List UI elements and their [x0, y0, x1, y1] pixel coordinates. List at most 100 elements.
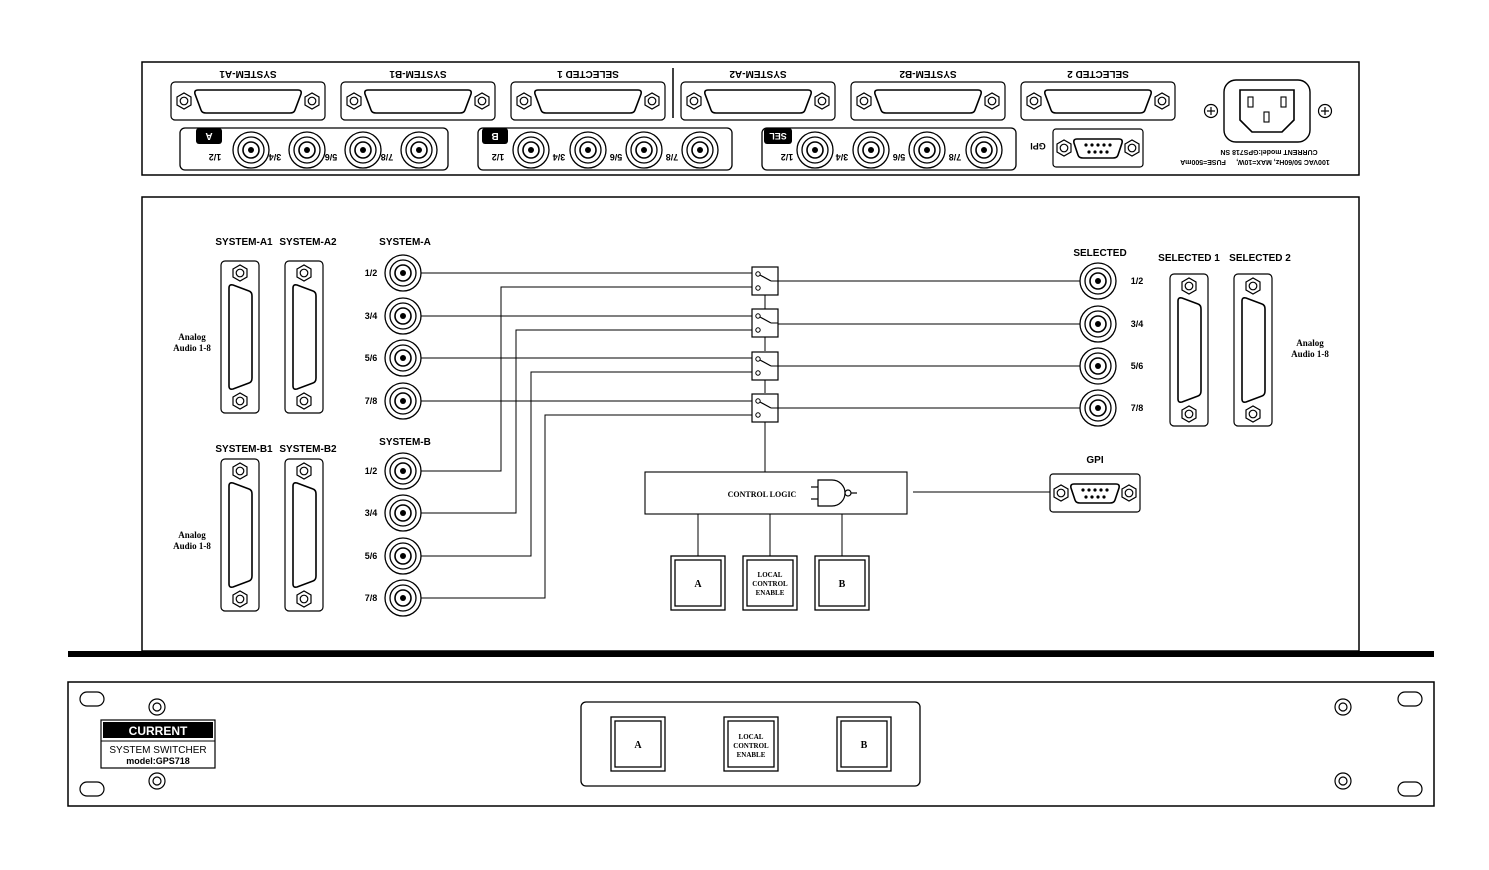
rear-bnc-sel-3-4[interactable] [852, 131, 890, 169]
diagram-label-a-5-6: 5/6 [365, 353, 378, 363]
diagram-label-sel-3-4: 3/4 [1131, 319, 1144, 329]
nand-gate-icon [811, 479, 857, 507]
diagram-button-local-control: LOCAL CONTROL ENABLE [742, 555, 798, 611]
rear-bnc-b-5-6[interactable] [625, 131, 663, 169]
rear-model-text: CURRENT model:GPS718 SN [1220, 148, 1317, 155]
rear-label-system-a1: SYSTEM-A1 [219, 68, 277, 79]
diagram-local-line1: LOCAL [758, 571, 783, 579]
diagram-label-selected: SELECTED [1073, 248, 1126, 259]
rear-bnc-a-3-4[interactable] [288, 131, 326, 169]
diagram-bnc-a-5-6 [384, 339, 422, 377]
rear-label-b-1-2: 1/2 [492, 152, 505, 162]
front-button-b-label: B [861, 740, 868, 751]
diagram-analog-b-line2: Audio 1-8 [173, 541, 211, 551]
rear-dsub-selected-1[interactable] [511, 82, 665, 120]
diagram-bnc-b-3-4 [384, 494, 422, 532]
diagram-bnc-sel-1-2 [1079, 262, 1117, 300]
control-logic-block: CONTROL LOGIC [644, 471, 908, 515]
diagram-bnc-sel-5-6 [1079, 347, 1117, 385]
rear-dsub-system-b2[interactable] [851, 82, 1005, 120]
rear-gpi-label: GPI [1030, 141, 1046, 151]
diagram-dsub-selected-1 [1170, 274, 1208, 426]
rear-label-sel-5-6: 5/6 [893, 152, 906, 162]
rear-dsub-selected-2[interactable] [1021, 82, 1175, 120]
diagram-dsub-system-b1 [221, 459, 259, 611]
diagram-dsub-selected-2 [1234, 274, 1272, 426]
diagram-button-b-label: B [839, 579, 846, 590]
front-local-line2: CONTROL [733, 742, 769, 750]
switch-7-8 [751, 393, 779, 423]
diagram-dsub-system-a2 [285, 261, 323, 413]
power-inlet[interactable] [1223, 79, 1311, 143]
diagram-label-a-7-8: 7/8 [365, 396, 378, 406]
rear-bnc-b-1-2[interactable] [512, 131, 550, 169]
diagram-analog-sel-line1: Analog [1296, 338, 1324, 348]
diagram-label-sel-7-8: 7/8 [1131, 403, 1144, 413]
rack-slot-icon [79, 781, 105, 797]
rear-bnc-sel-7-8[interactable] [965, 131, 1003, 169]
front-local-line1: LOCAL [739, 733, 764, 741]
diagram-label-system-b: SYSTEM-B [379, 437, 431, 448]
rear-bnc-a-5-6[interactable] [344, 131, 382, 169]
rear-label-sel-3-4: 3/4 [836, 152, 849, 162]
diagram-bnc-sel-7-8 [1079, 389, 1117, 427]
diagram-dsub-system-b2 [285, 459, 323, 611]
diagram-bnc-b-5-6 [384, 537, 422, 575]
diagram-label-b-7-8: 7/8 [365, 593, 378, 603]
rear-label-a-7-8: 7/8 [381, 152, 394, 162]
diagram-label-gpi: GPI [1086, 455, 1103, 466]
rear-dsub-labels: SYSTEM-A1 SYSTEM-B1 SELECTED 1 SYSTEM-A2… [219, 68, 1129, 79]
rear-label-b-3-4: 3/4 [553, 152, 566, 162]
rear-dsub-system-a1[interactable] [171, 82, 325, 120]
diagram-button-b: B [814, 555, 870, 611]
front-panel: CURRENT SYSTEM SWITCHER model:GPS718 A L… [67, 681, 1435, 807]
rear-bnc-sel-1-2[interactable] [796, 131, 834, 169]
diagram-label-selected-2: SELECTED 2 [1229, 253, 1291, 264]
diagram-bnc-sel-3-4 [1079, 305, 1117, 343]
diagram-bnc-b-1-2 [384, 452, 422, 490]
diagram-local-line2: CONTROL [752, 580, 788, 588]
rear-gpi-connector[interactable] [1053, 129, 1143, 167]
diagram-button-a-label: A [694, 579, 702, 590]
block-diagram: SYSTEM-A1 SYSTEM-A2 SYSTEM-B1 SYSTEM-B2 … [141, 196, 1360, 652]
diagram-label-a-3-4: 3/4 [365, 311, 378, 321]
front-button-a-label: A [634, 740, 642, 751]
front-button-local-control[interactable]: LOCAL CONTROL ENABLE [723, 716, 779, 772]
rear-badge-sel: SEL [769, 131, 787, 141]
diagram-label-sel-1-2: 1/2 [1131, 276, 1144, 286]
diagram-label-a-1-2: 1/2 [365, 268, 378, 278]
diagram-analog-sel-line2: Audio 1-8 [1291, 349, 1329, 359]
rear-bnc-a-7-8[interactable] [400, 131, 438, 169]
rear-dsub-system-b1[interactable] [341, 82, 495, 120]
diagram-bnc-a-7-8 [384, 382, 422, 420]
front-screws [148, 698, 1352, 790]
diagram-label-system-b2: SYSTEM-B2 [279, 444, 337, 455]
diagram-dsub-system-a1 [221, 261, 259, 413]
diagram-wiring [421, 272, 1081, 599]
rear-bnc-b-3-4[interactable] [569, 131, 607, 169]
rear-label-selected-1: SELECTED 1 [557, 68, 619, 79]
rear-label-sel-1-2: 1/2 [781, 152, 794, 162]
rear-bnc-b-7-8[interactable] [681, 131, 719, 169]
rear-badge-a: A [205, 130, 212, 141]
rear-label-system-a2: SYSTEM-A2 [729, 68, 787, 79]
diagram-analog-b-line1: Analog [178, 530, 206, 540]
diagram-bnc-a-3-4 [384, 297, 422, 335]
rear-bnc-group-b: B 1/2 3/4 5/6 7/8 [477, 127, 733, 171]
diagram-local-line3: ENABLE [756, 589, 785, 597]
diagram-analog-a-line1: Analog [178, 332, 206, 342]
rear-label-a-3-4: 3/4 [269, 152, 282, 162]
switch-1-2 [751, 266, 779, 296]
diagram-label-b-1-2: 1/2 [365, 466, 378, 476]
diagram-label-b-5-6: 5/6 [365, 551, 378, 561]
rear-label-sel-7-8: 7/8 [949, 152, 962, 162]
rear-dsub-system-a2[interactable] [681, 82, 835, 120]
rear-bnc-sel-5-6[interactable] [908, 131, 946, 169]
front-button-b[interactable]: B [836, 716, 892, 772]
rear-bnc-a-1-2[interactable] [232, 131, 270, 169]
diagram-analog-a-line2: Audio 1-8 [173, 343, 211, 353]
rack-slot-icon [1397, 781, 1423, 797]
diagram-label-sel-5-6: 5/6 [1131, 361, 1144, 371]
front-button-a[interactable]: A [610, 716, 666, 772]
rear-label-a-5-6: 5/6 [325, 152, 338, 162]
